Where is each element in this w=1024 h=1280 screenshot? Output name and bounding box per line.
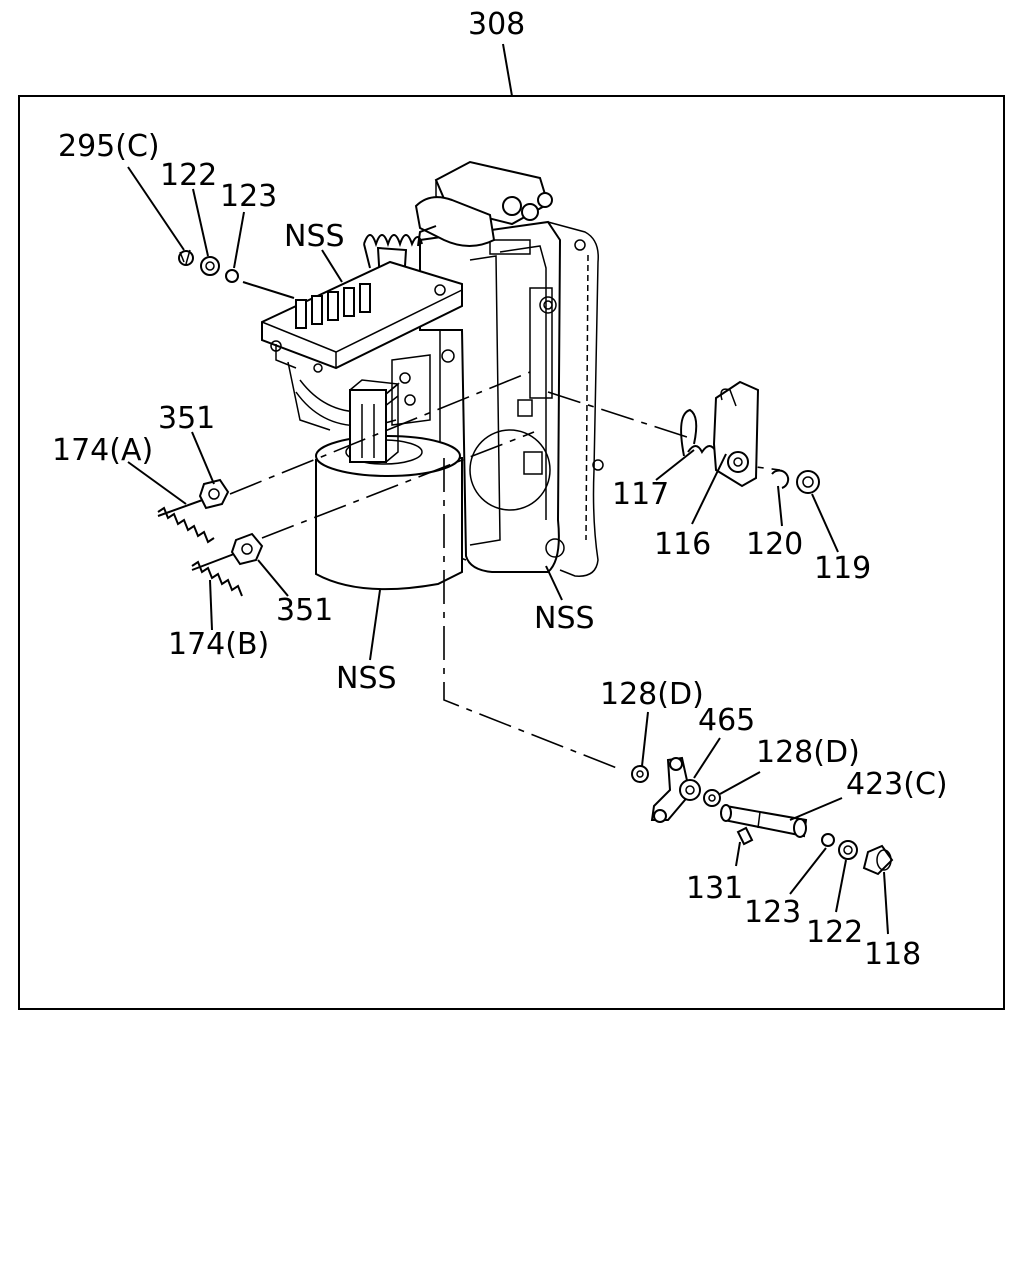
label-351-a: 351 [158, 401, 215, 436]
label-123-bottom: 123 [744, 895, 801, 930]
terminal-block [261, 260, 463, 431]
adjust-screws [157, 478, 264, 597]
label-423c: 423(C) [846, 767, 948, 802]
solenoid [315, 379, 463, 591]
label-119: 119 [814, 551, 871, 586]
label-123-top: 123 [220, 179, 277, 214]
top-sensor [414, 160, 553, 247]
label-120: 120 [746, 527, 803, 562]
lever-group [631, 756, 894, 876]
label-116: 116 [654, 527, 711, 562]
label-295c: 295(C) [58, 129, 160, 164]
washer-group-top [178, 249, 239, 283]
label-131: 131 [686, 871, 743, 906]
label-nss-left: NSS [336, 661, 397, 696]
leader-lines [127, 166, 889, 935]
assembly-number: 308 [468, 7, 525, 42]
callout-labels: 295(C) 122 123 NSS 351 174(A) 351 174(B)… [52, 129, 948, 972]
label-122-bottom: 122 [806, 915, 863, 950]
label-351-b: 351 [276, 593, 333, 628]
bracket-group [680, 380, 820, 494]
label-nss-top: NSS [284, 219, 345, 254]
label-117: 117 [612, 477, 669, 512]
label-nss-right: NSS [534, 601, 595, 636]
label-128d-a: 128(D) [600, 677, 704, 712]
label-465: 465 [698, 703, 755, 738]
label-118: 118 [864, 937, 921, 972]
alignment-lines [229, 371, 781, 771]
label-174b: 174(B) [168, 627, 269, 662]
label-174a: 174(A) [52, 433, 153, 468]
label-122-top: 122 [160, 158, 217, 193]
label-128d-b: 128(D) [756, 735, 860, 770]
